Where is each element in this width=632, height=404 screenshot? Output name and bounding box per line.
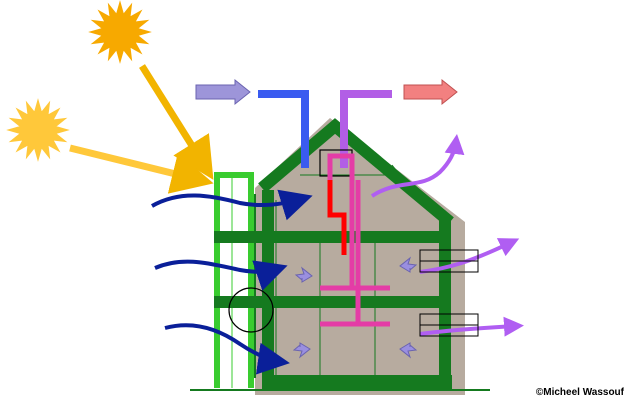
exhaust-duct bbox=[340, 90, 392, 168]
wind-arrows bbox=[151, 189, 313, 375]
air-flow-arrows bbox=[292, 256, 418, 359]
supply-duct bbox=[320, 153, 390, 327]
sun-icon-top bbox=[88, 0, 152, 64]
intake-arrow-icon bbox=[195, 78, 251, 106]
sun-icon-left bbox=[6, 98, 70, 162]
intake-duct bbox=[258, 90, 309, 168]
side-heat-exchangers bbox=[419, 249, 479, 337]
exhaust-flow-arrows bbox=[370, 134, 524, 337]
solar-ray-left bbox=[69, 144, 214, 194]
exhaust-arrow-icon bbox=[403, 78, 458, 106]
solar-ray-top bbox=[139, 64, 214, 180]
hot-core-duct bbox=[327, 180, 347, 255]
heat-exchanger-circle bbox=[228, 287, 274, 333]
copyright-credit: ©Micheel Wassouf bbox=[535, 387, 624, 398]
solar-chimney-floor-links bbox=[214, 231, 262, 308]
